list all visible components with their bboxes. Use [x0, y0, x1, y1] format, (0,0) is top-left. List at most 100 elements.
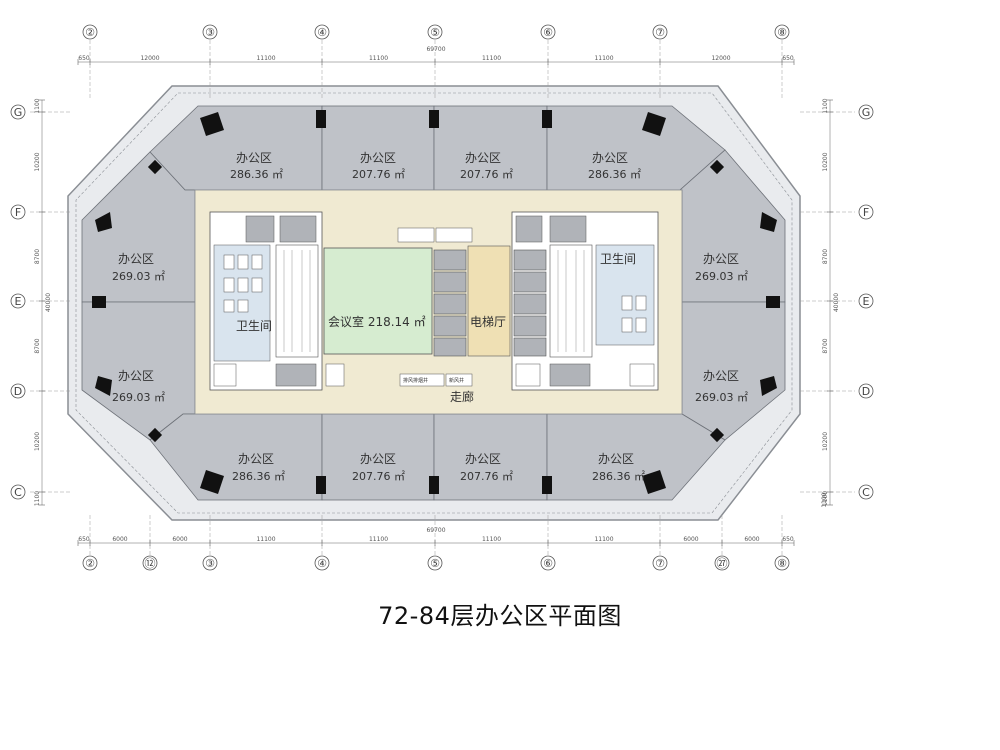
grid-marker-left-4-circle — [10, 484, 26, 500]
dim-right-seg-3: 8700 — [822, 338, 829, 353]
grid-marker-left-2: E — [15, 295, 22, 308]
dimension-lines: 650 12000 11100 11100 11100 11100 12000 650 6970… — [34, 46, 840, 546]
grid-marker-left-0-circle — [10, 104, 26, 120]
shaft-left-4 — [213, 363, 237, 387]
dim-bottom-seg-7: 6000 — [683, 536, 698, 543]
grid-marker-right-4: C — [862, 486, 870, 499]
dim-top-total: 69700 — [426, 46, 445, 53]
columns — [92, 110, 780, 494]
stair-left — [275, 244, 319, 358]
office-top-2-area: 207.76 ㎡ — [352, 168, 405, 181]
grid-marker-left-0: G — [14, 106, 23, 119]
grid-marker-bottom-0: ② — [85, 557, 95, 570]
dim-right-seg-2: 8700 — [822, 249, 829, 264]
shaft-right-5 — [515, 363, 541, 387]
meeting-room-label: 会议室 218.14 ㎡ — [328, 314, 426, 329]
shaft-right-2 — [549, 215, 587, 243]
dim-top-seg-7: 650 — [782, 55, 794, 62]
grid-marker-top-2: ④ — [317, 26, 327, 39]
dim-left-seg-4: 10200 — [34, 432, 41, 451]
restroom-left-stalls — [223, 254, 263, 313]
grid-marker-right-0-circle — [858, 104, 874, 120]
dim-bottom-seg-0: 650 — [78, 536, 90, 543]
dim-bottom-seg-2: 6000 — [172, 536, 187, 543]
dim-top-seg-6: 12000 — [711, 55, 730, 62]
grid-marker-right-1: F — [863, 206, 869, 219]
grid-marker-bottom-0-circle — [82, 555, 98, 571]
dim-right-extra: 1100 — [821, 492, 828, 507]
grid-marker-left-4: C — [14, 486, 22, 499]
curtain-wall — [75, 92, 793, 514]
dim-left-seg-3: 8700 — [34, 338, 41, 353]
smoke-shaft-label: 排风排烟井 — [403, 377, 428, 384]
top-shaft-right — [435, 227, 473, 243]
grid-marker-top-4: ⑥ — [543, 26, 553, 39]
office-top-3 — [433, 105, 548, 191]
grid-marker-left-2-circle — [10, 293, 26, 309]
grid-marker-top-5-circle — [652, 24, 668, 40]
office-zones — [81, 105, 786, 501]
grid-marker-right-2-circle — [858, 293, 874, 309]
grid-marker-bottom-3-circle — [314, 555, 330, 571]
grid-marker-bottom-8: ⑧ — [777, 557, 787, 570]
fresh-air-shaft-label: 新风井 — [449, 377, 464, 384]
dim-bottom-seg-5: 11100 — [482, 536, 501, 543]
stair-left-treads — [283, 250, 311, 352]
shaft-left-3 — [275, 363, 317, 387]
grid-marker-bottom-7-circle — [714, 555, 730, 571]
office-top-3-name: 办公区 — [465, 150, 501, 165]
grid-marker-bottom-5-circle — [540, 555, 556, 571]
smoke-shaft — [399, 373, 445, 387]
grid-marker-bottom-1-circle — [142, 555, 158, 571]
grid-marker-right-1-circle — [858, 204, 874, 220]
grid-marker-top-1-circle — [202, 24, 218, 40]
office-left-2-area: 269.03 ㎡ — [112, 391, 165, 404]
dim-top-seg-1: 12000 — [140, 55, 159, 62]
office-bottom-3-area: 207.76 ㎡ — [460, 470, 513, 483]
grid-marker-left-1: F — [15, 206, 21, 219]
dim-bottom-seg-6: 11100 — [594, 536, 613, 543]
grid-marker-bottom-8-circle — [774, 555, 790, 571]
grid-marker-top-6-circle — [774, 24, 790, 40]
office-right-2-area: 269.03 ㎡ — [695, 391, 748, 404]
grid-marker-top-2-circle — [314, 24, 330, 40]
grid-marker-left-3-circle — [10, 383, 26, 399]
elevator-bank-left — [433, 249, 467, 357]
office-left-1-name: 办公区 — [118, 251, 154, 266]
dim-right-seg-5: 1100 — [822, 491, 829, 506]
office-right-1-area: 269.03 ㎡ — [695, 270, 748, 283]
grid-marker-bottom-6-circle — [652, 555, 668, 571]
corridor-label: 走廊 — [450, 389, 474, 404]
dim-top-seg-0: 650 — [78, 55, 90, 62]
floor-plan: 卫生间 会议室 218.14 ㎡ 电梯厅 卫生间 排风排烟井 新风井 走廊 — [10, 24, 874, 571]
grid-marker-bottom-3: ④ — [317, 557, 327, 570]
grid-marker-bottom-5: ⑥ — [543, 557, 553, 570]
shaft-right-4 — [629, 363, 655, 387]
grid-marker-top-3: ⑤ — [430, 26, 440, 39]
office-top-4-name: 办公区 — [592, 150, 628, 165]
office-top-2-name: 办公区 — [360, 150, 396, 165]
office-top-3-area: 207.76 ㎡ — [460, 168, 513, 181]
office-right-2-name: 办公区 — [703, 368, 739, 383]
dim-top-seg-2: 11100 — [256, 55, 275, 62]
grid-marker-right-4-circle — [858, 484, 874, 500]
dim-left-seg-2: 8700 — [34, 249, 41, 264]
restroom-right-stalls — [621, 295, 647, 333]
office-bottom-2 — [321, 413, 435, 501]
office-bottom-2-name: 办公区 — [360, 451, 396, 466]
grid-marker-bottom-7: ㉗ — [717, 557, 728, 570]
dim-bottom-seg-1: 6000 — [112, 536, 127, 543]
dim-bottom-seg-8: 6000 — [744, 536, 759, 543]
grid-marker-top-1: ③ — [205, 26, 215, 39]
grid-marker-top-0: ② — [85, 26, 95, 39]
grid-marker-top-5: ⑦ — [655, 26, 665, 39]
shaft-left-1 — [245, 215, 275, 243]
grid-marker-bottom-1: ⑫ — [145, 557, 156, 570]
top-shaft-left — [397, 227, 435, 243]
grid-marker-right-2: E — [863, 295, 870, 308]
shaft-left-5 — [325, 363, 345, 387]
office-top-2 — [321, 105, 435, 191]
grid-marker-bottom-4: ⑤ — [430, 557, 440, 570]
dim-top-seg-3: 11100 — [369, 55, 388, 62]
grid-marker-top-3-circle — [427, 24, 443, 40]
